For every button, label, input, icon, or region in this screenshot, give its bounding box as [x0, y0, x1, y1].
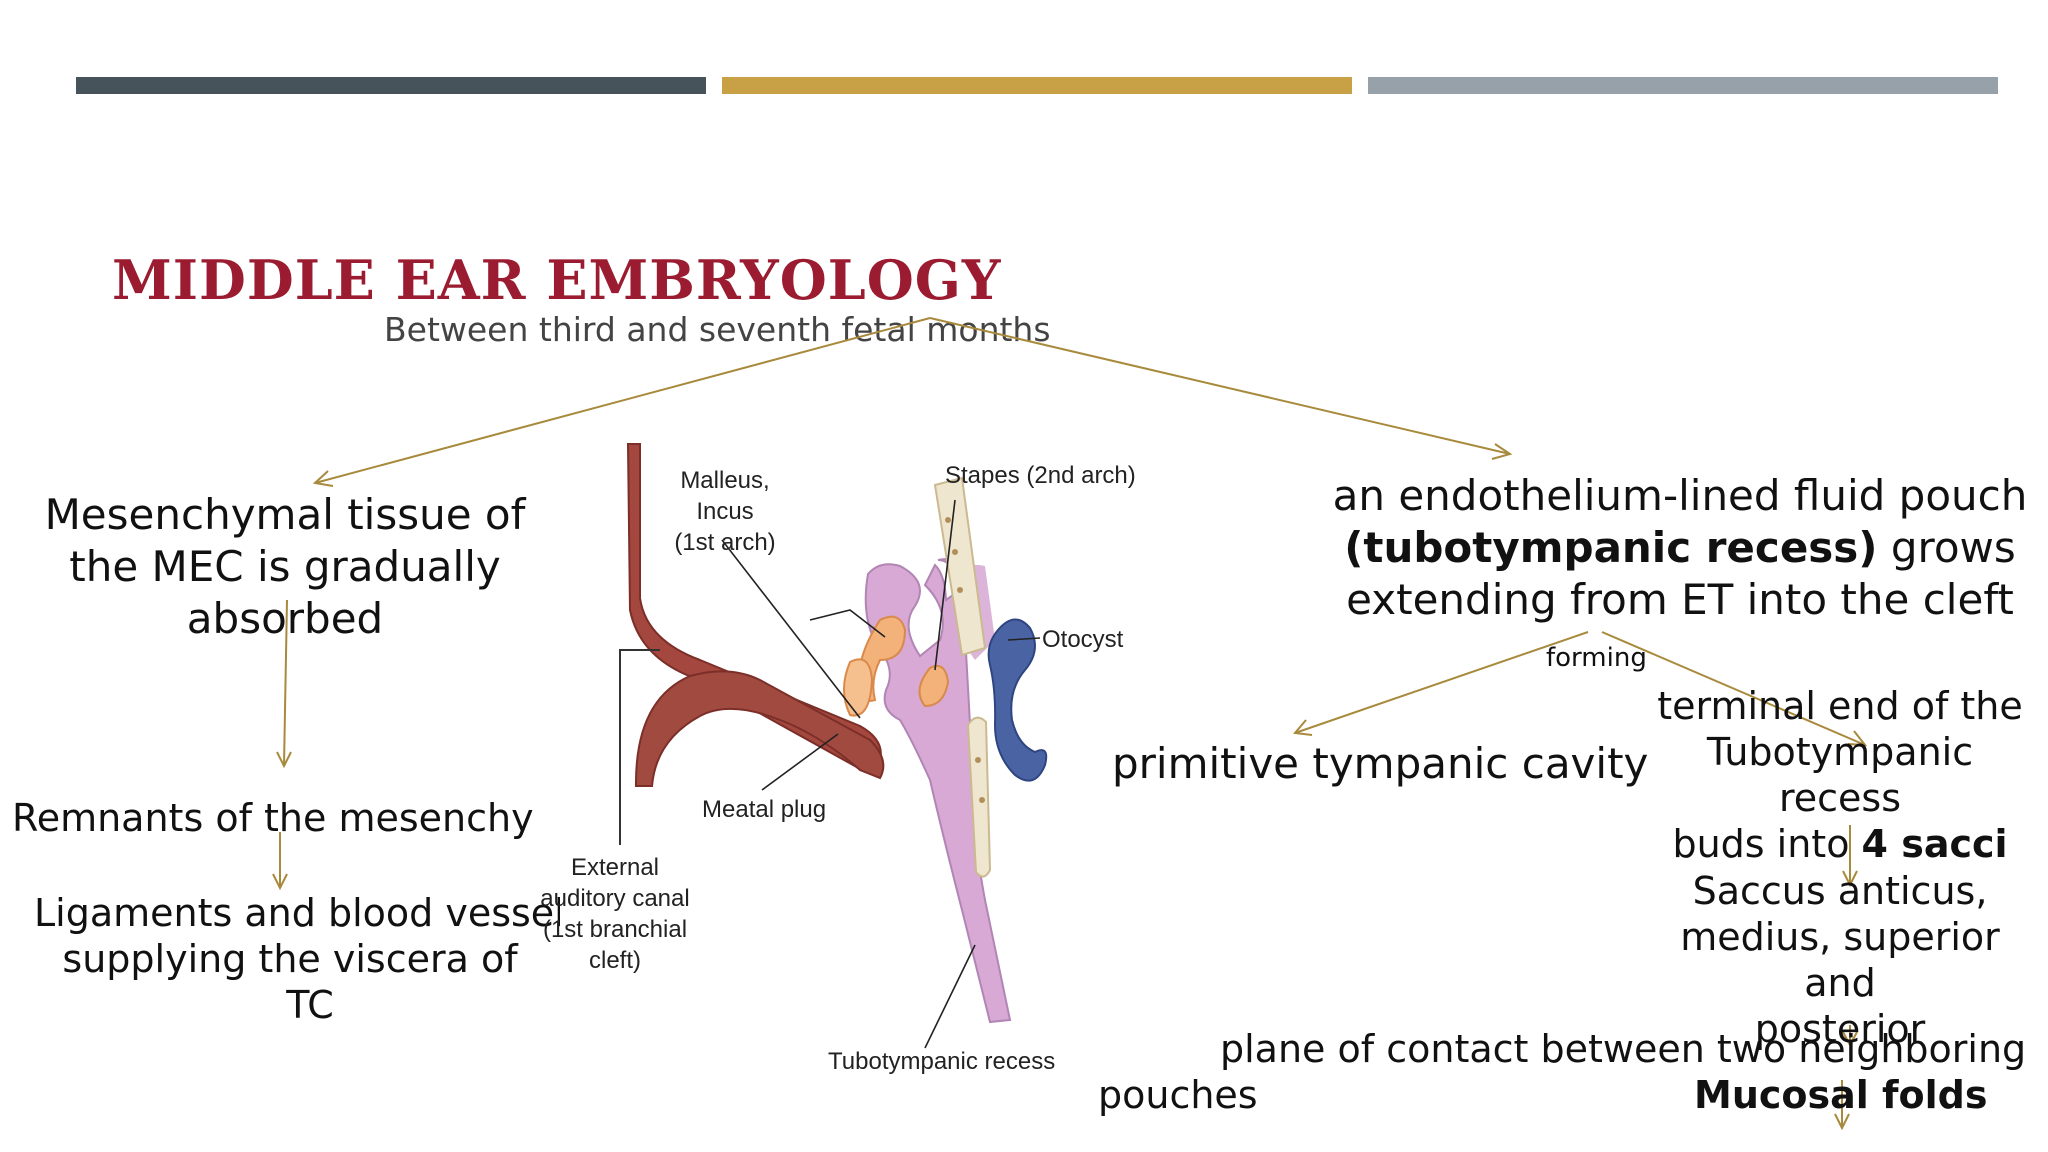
primitive-tympanic-cavity-node: primitive tympanic cavity [1112, 739, 1649, 788]
label-external-auditory-canal: External auditory canal (1st branchial c… [540, 854, 690, 974]
arrow-right-to-tc [1294, 631, 1589, 734]
plane-of-contact-node-line2: pouches [1098, 1073, 1258, 1117]
page-subtitle: Between third and seventh fetal months [384, 310, 1051, 349]
eac-bracket [619, 649, 660, 845]
arrows [272, 317, 1868, 1131]
fluid-pouch-node: an endothelium-lined fluid pouch (tuboty… [1332, 471, 2028, 624]
arrow-left-1 [283, 599, 288, 767]
header-bar-dark [76, 77, 706, 94]
page-title: MIDDLE EAR EMBRYOLOGY [112, 248, 1002, 312]
otocyst-shape [987, 618, 1048, 782]
label-stapes: Stapes (2nd arch) [945, 462, 1136, 489]
sacci-node: Saccus anticus, medius, superior and pos… [1680, 869, 2000, 1051]
header-bar-gold [722, 77, 1352, 94]
arrow-title-left [314, 317, 931, 484]
stapes-shape [918, 664, 950, 708]
label-otocyst: Otocyst [1042, 626, 1124, 653]
meatal-plug-shape [634, 670, 885, 787]
arrow-title-right [929, 317, 1511, 455]
tubotympanic-recess-shape [864, 558, 1012, 1024]
incus-shape [843, 658, 874, 717]
label-tubotympanic-recess: Tubotympanic recess [828, 1048, 1056, 1075]
header-bar-gray [1368, 77, 1998, 94]
plane-of-contact-node: plane of contact between two neighboring [1220, 1027, 2027, 1071]
cartilage-rod [966, 716, 992, 878]
terminal-end-node: terminal end of the Tubotympanic recess … [1657, 684, 2023, 866]
arrow-right-to-terminal [1601, 631, 1866, 746]
mesenchymal-tissue-node: Mesenchymal tissue of the MEC is gradual… [44, 490, 526, 643]
mucosal-folds-node: Mucosal folds [1694, 1073, 1988, 1117]
remnants-node: Remnants of the mesenchyme [12, 796, 537, 840]
ligaments-node: Ligaments and blood vessels supplying th… [34, 891, 560, 1027]
forming-label: forming [1546, 643, 1647, 673]
label-malleus-incus: Malleus, Incus (1st arch) [674, 467, 776, 556]
label-meatal-plug: Meatal plug [702, 796, 827, 823]
